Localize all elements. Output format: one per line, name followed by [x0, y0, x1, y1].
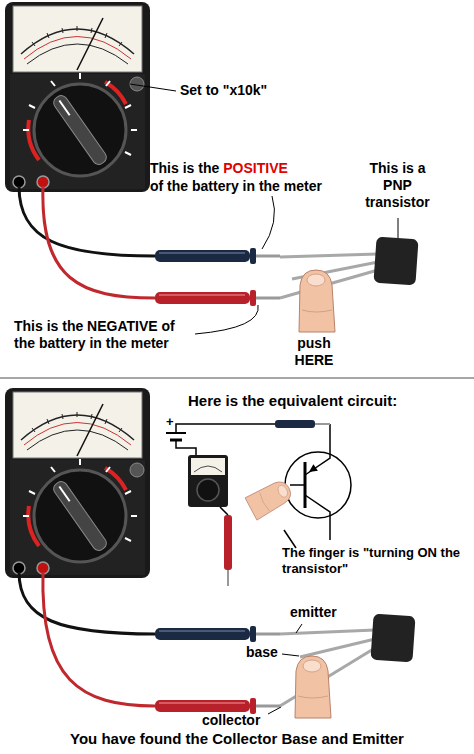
divider [0, 377, 474, 379]
pin-name: emitter [290, 604, 337, 621]
finger [299, 270, 335, 332]
action-note: push HERE [288, 335, 340, 369]
equivalent-circuit [166, 424, 351, 548]
probe-note: This is the [150, 160, 219, 177]
probe-note: of the battery in the meter [150, 178, 322, 195]
multimeter [5, 388, 150, 578]
small-black-probe [275, 420, 330, 428]
black-lead-wire [19, 572, 155, 634]
leader-lines [268, 624, 302, 714]
pin-name: base [246, 644, 278, 661]
pin-name: collector [202, 712, 260, 729]
leader-lines [130, 84, 398, 334]
black-lead-wire [19, 186, 155, 256]
caption: You have found the Collector Base and Em… [0, 730, 474, 748]
probe-note: This is the NEGATIVE of the battery in t… [14, 318, 194, 352]
multimeter [5, 2, 150, 192]
transistor-body [373, 237, 418, 286]
finger [245, 477, 295, 520]
transistor-body [370, 614, 415, 663]
black-probe [155, 626, 280, 642]
part-note: This is a PNP transistor [360, 160, 435, 210]
black-probe [155, 248, 280, 264]
circuit-note: The finger is "turning ON the transistor… [282, 545, 467, 576]
polarity-sign: + [166, 414, 174, 430]
polarity-word: POSITIVE [223, 160, 288, 177]
small-red-probe [224, 515, 232, 586]
red-lead-wire [43, 186, 155, 298]
inset-heading: Here is the equivalent circuit: [188, 392, 397, 410]
emitter-arrow [309, 464, 318, 472]
setting-note: Set to "x10k" [180, 82, 267, 99]
finger [295, 656, 331, 718]
red-lead-wire [43, 572, 155, 706]
red-probe [155, 698, 280, 714]
small-meter [188, 455, 228, 507]
red-probe [155, 290, 280, 306]
